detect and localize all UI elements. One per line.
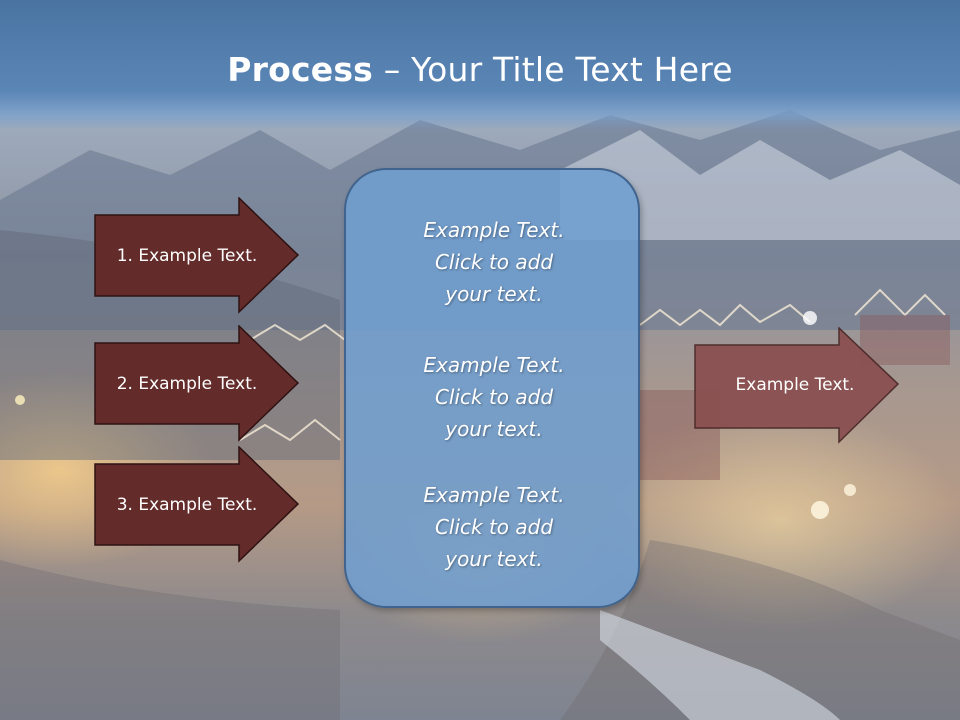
header-band [0, 0, 960, 130]
center-block-2-line-3: your text. [445, 417, 543, 441]
output-arrow[interactable]: Example Text. [694, 327, 900, 445]
title-bold: Process [227, 50, 374, 89]
step-3-label: 3. Example Text. [116, 495, 258, 515]
step-3-arrow[interactable]: 3. Example Text. [94, 446, 300, 564]
step-1-label: 1. Example Text. [116, 246, 258, 266]
step-2-label: 2. Example Text. [116, 374, 258, 394]
center-block-2-line-2: Click to add [434, 385, 554, 409]
slide-title[interactable]: Process – Your Title Text Here [0, 50, 960, 89]
center-block-1-line-3: your text. [445, 282, 543, 306]
center-block-3-line-1: Example Text. [423, 483, 565, 507]
step-2-arrow[interactable]: 2. Example Text. [94, 325, 300, 443]
center-text-box[interactable]: Example Text. Click to add your text. Ex… [344, 168, 640, 608]
center-block-3[interactable]: Example Text. Click to add your text. [346, 479, 642, 575]
center-block-1-line-1: Example Text. [423, 218, 565, 242]
output-label: Example Text. [735, 375, 855, 395]
center-block-1-line-2: Click to add [434, 250, 554, 274]
center-block-2-line-1: Example Text. [423, 353, 565, 377]
center-block-3-line-2: Click to add [434, 515, 554, 539]
title-rest: – Your Title Text Here [373, 50, 733, 89]
center-block-2[interactable]: Example Text. Click to add your text. [346, 349, 642, 445]
step-1-arrow[interactable]: 1. Example Text. [94, 197, 300, 315]
center-block-3-line-3: your text. [445, 547, 543, 571]
center-block-1[interactable]: Example Text. Click to add your text. [346, 214, 642, 310]
